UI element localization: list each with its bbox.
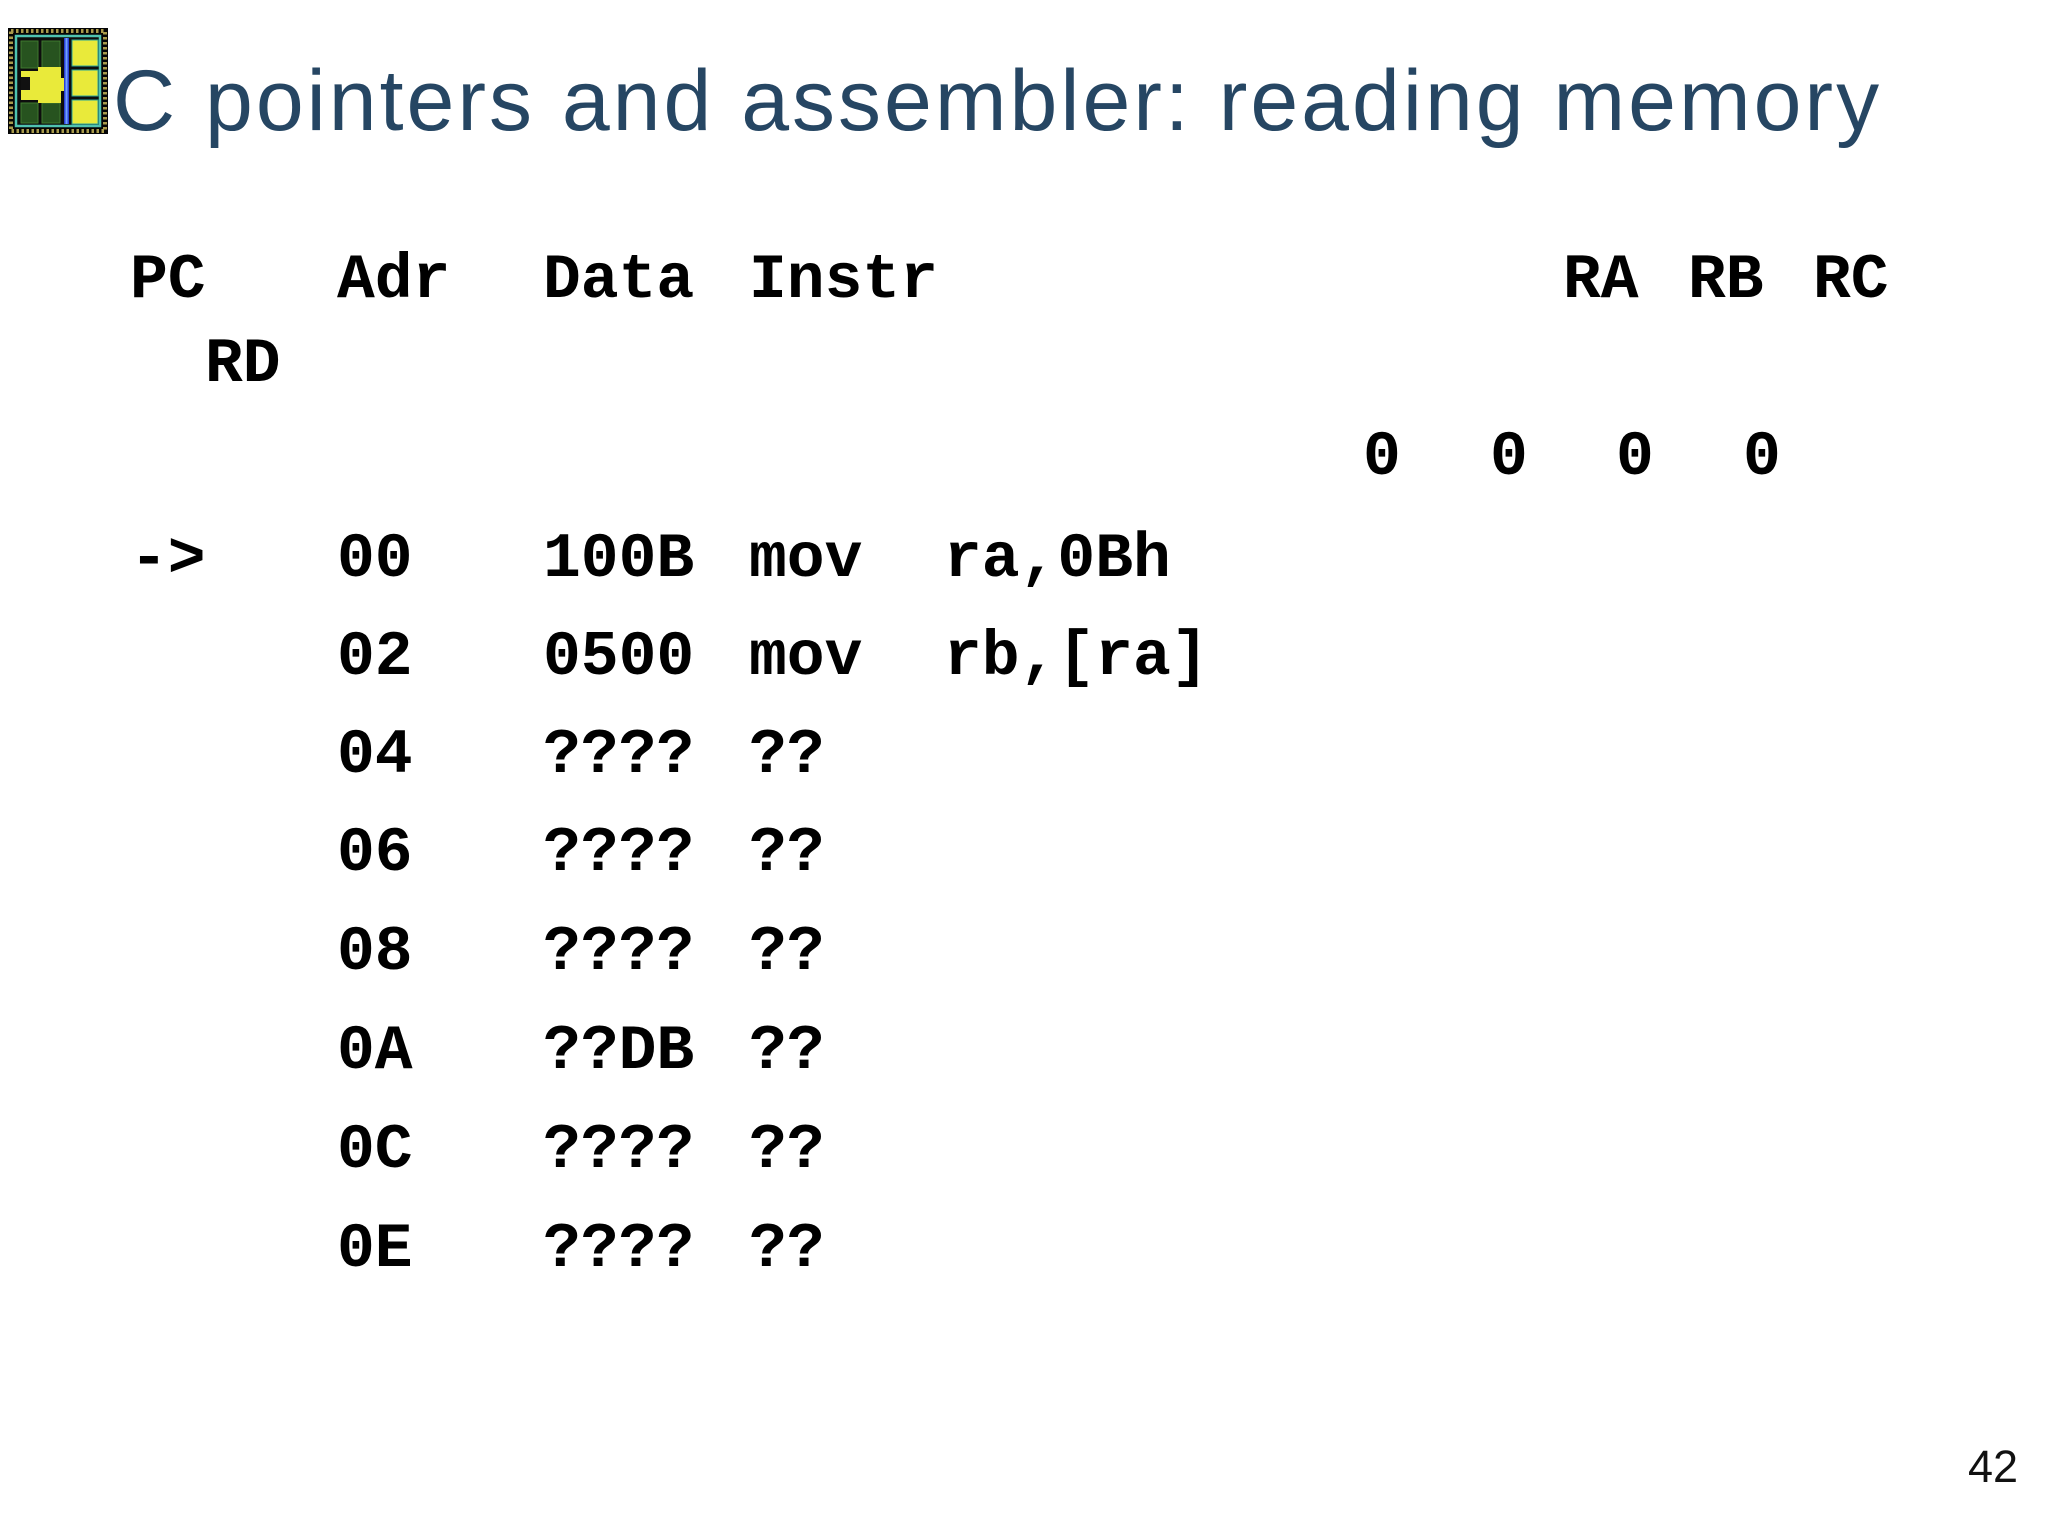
cell-data: ????: [543, 720, 695, 791]
register-value-rd: 0: [1743, 422, 1781, 493]
register-value-rb: 0: [1490, 422, 1528, 493]
memory-row-0C: 0C ???? ??: [130, 1101, 2048, 1201]
col-header-rb: RB: [1688, 245, 1764, 316]
cell-operands: ra,0Bh: [944, 524, 1171, 595]
cell-operands: rb,[ra]: [944, 622, 1209, 693]
col-header-rc: RC: [1813, 245, 1889, 316]
page-title: C pointers and assembler: reading memory: [113, 53, 1883, 149]
memory-table: PC Adr Data Instr RA RB RC RD 0 0 0 0 ->…: [130, 0, 2048, 1536]
cell-data: 100B: [543, 524, 695, 595]
cell-adr: 06: [337, 818, 413, 889]
cell-instr: ??: [749, 818, 825, 889]
col-header-pc: PC: [130, 245, 206, 316]
cell-adr: 04: [337, 720, 413, 791]
cell-data: ????: [543, 917, 695, 988]
pc-arrow: ->: [130, 524, 206, 595]
memory-row-08: 08 ???? ??: [130, 903, 2048, 1003]
memory-row-02: 02 0500 mov rb,[ra]: [130, 608, 2048, 708]
cell-data: ????: [543, 1214, 695, 1285]
register-value-ra: 0: [1363, 422, 1401, 493]
cell-adr: 0E: [337, 1214, 413, 1285]
col-header-rd: RD: [205, 329, 281, 400]
cell-instr: ??: [749, 720, 825, 791]
cell-adr: 0A: [337, 1016, 413, 1087]
col-header-instr: Instr: [749, 245, 939, 316]
table-header-row: PC Adr Data Instr RA RB RC: [130, 231, 2048, 331]
memory-row-00: -> 00 100B mov ra,0Bh: [130, 510, 2048, 610]
cell-data: ????: [543, 1115, 695, 1186]
cell-data: ????: [543, 818, 695, 889]
memory-row-0A: 0A ??DB ??: [130, 1002, 2048, 1102]
cell-instr: ??: [749, 1115, 825, 1186]
page-number: 42: [1968, 1441, 2019, 1492]
register-values-row: 0 0 0 0: [130, 408, 2048, 508]
cell-instr: mov: [749, 524, 863, 595]
col-header-data: Data: [543, 245, 695, 316]
memory-row-0E: 0E ???? ??: [130, 1200, 2048, 1300]
register-value-rc: 0: [1616, 422, 1654, 493]
col-header-ra: RA: [1563, 245, 1639, 316]
cell-adr: 00: [337, 524, 413, 595]
cell-instr: ??: [749, 1214, 825, 1285]
cell-adr: 02: [337, 622, 413, 693]
memory-row-06: 06 ???? ??: [130, 804, 2048, 904]
cell-adr: 08: [337, 917, 413, 988]
cell-adr: 0C: [337, 1115, 413, 1186]
cell-data: ??DB: [543, 1016, 695, 1087]
memory-row-04: 04 ???? ??: [130, 706, 2048, 806]
col-header-adr: Adr: [337, 245, 451, 316]
table-header-row-2: RD: [130, 315, 2048, 415]
cell-instr: ??: [749, 917, 825, 988]
cell-instr: ??: [749, 1016, 825, 1087]
chip-die-photo-icon: [8, 28, 108, 134]
cell-instr: mov: [749, 622, 863, 693]
cell-data: 0500: [543, 622, 695, 693]
